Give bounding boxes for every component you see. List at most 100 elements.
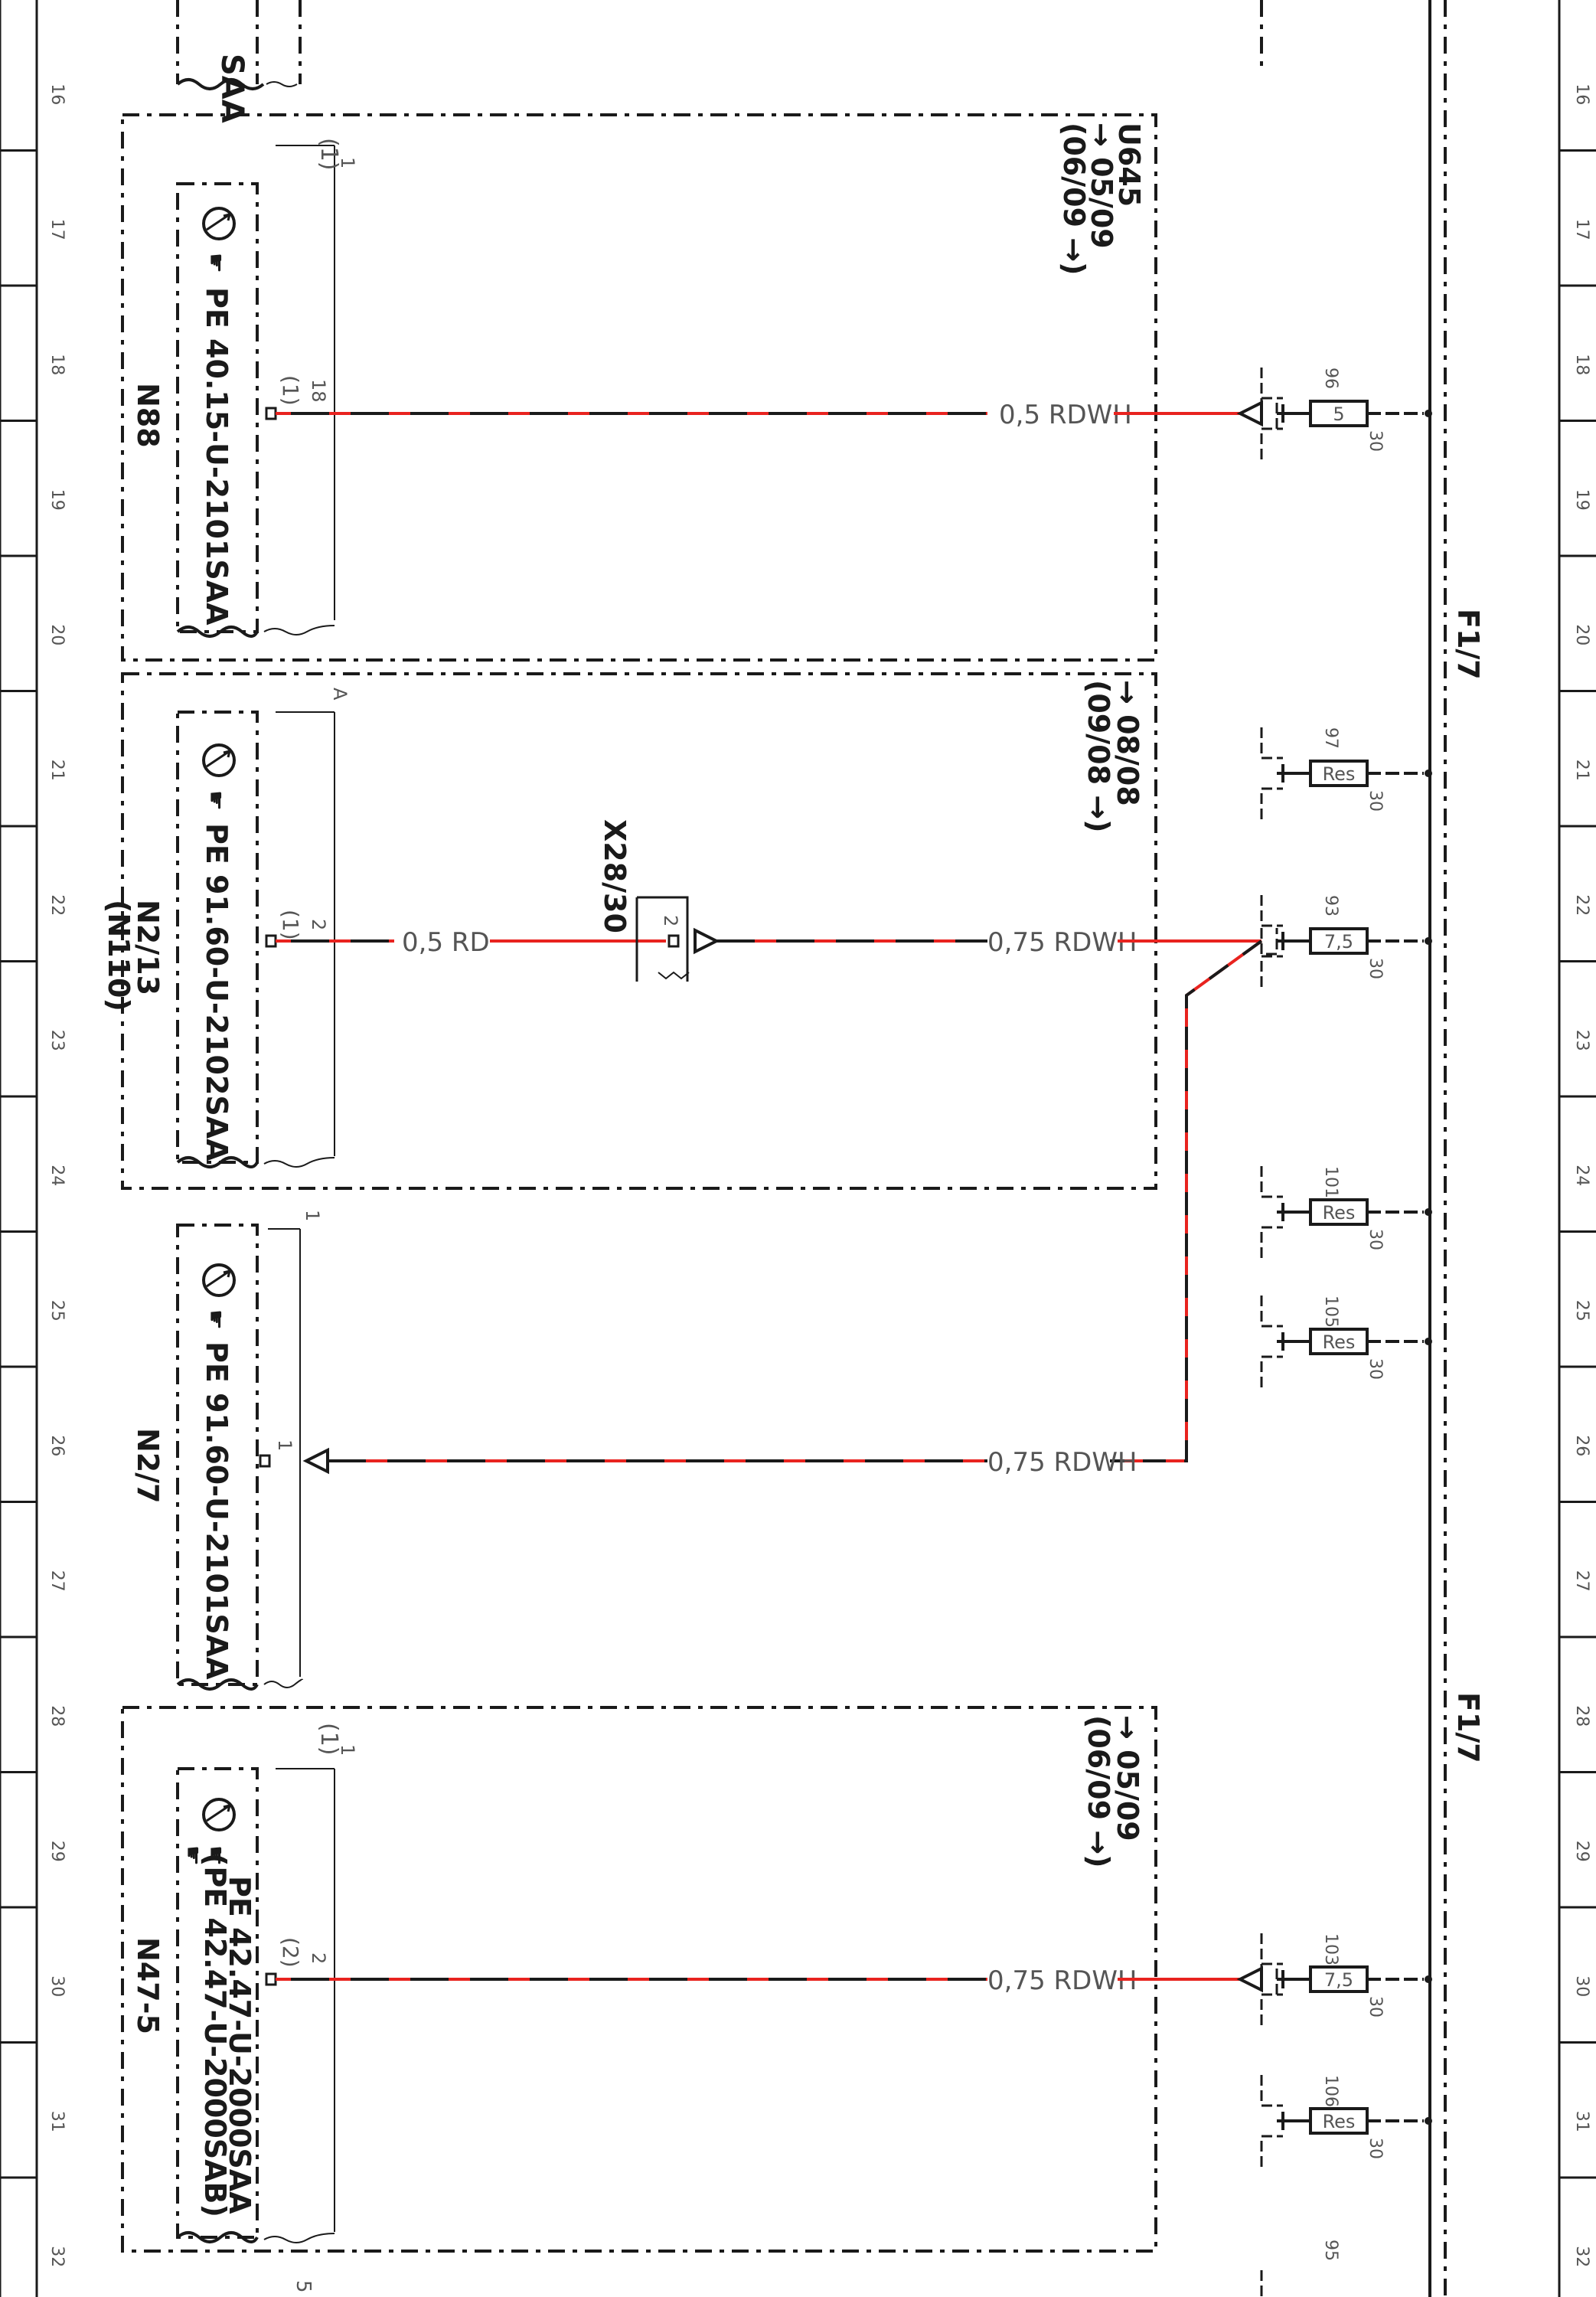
ruler-row-number: 19 (47, 489, 67, 511)
wire-label: 0,75 RDWH (987, 1965, 1137, 1996)
ruler-row-number: 25 (47, 1300, 67, 1322)
pin-number: 1 (274, 1439, 295, 1451)
fuse-terminal: 30 (1366, 430, 1385, 452)
module-part-number: PE 91.60-U-2101SAA (200, 1341, 233, 1680)
ruler-row-number: 28 (1572, 1705, 1591, 1727)
fuse-number: 105 (1321, 1296, 1340, 1328)
ruler-row-number: 31 (47, 2111, 67, 2132)
pin-top-number: 1 (337, 157, 358, 168)
connector-label: X28/30 (598, 819, 632, 933)
hand-pointer-icon: ☛ (202, 1309, 229, 1330)
module-part-number-alt: (PE 42.47-U-2000SAB) (198, 1853, 232, 2217)
ruler-row-number: 25 (1572, 1300, 1591, 1322)
fuse-terminal: 30 (1366, 1996, 1385, 2018)
fuse: 7,5 30 93 (1260, 895, 1432, 987)
module-code: N47-5 (131, 1937, 165, 2034)
module-part-number: PE 40.15-U-2101SAA (200, 287, 233, 626)
ruler-row-number: 23 (1572, 1030, 1591, 1051)
wire-inner-label: 0,5 RD (402, 927, 490, 958)
fuse-rating: Res (1323, 1331, 1356, 1353)
connector-pin: 2 (660, 915, 681, 926)
ruler-row-number: 22 (47, 894, 67, 916)
module-code-sub: (N110) (102, 900, 135, 1011)
bus-label-lower: F1/7 (1451, 1692, 1485, 1763)
hand-pointer-icon: ☛ (202, 253, 229, 273)
module-date-range: (09/08 →) (1082, 680, 1115, 832)
hand-pointer-icon: ☛ (179, 1845, 206, 1866)
ruler-row-number: 32 (47, 2246, 67, 2267)
fuse-rating: Res (1323, 1202, 1356, 1224)
ruler-row-number: 32 (1572, 2246, 1591, 2267)
fuse: Res 30 106 (1260, 2075, 1432, 2167)
sensor-icon (202, 207, 236, 240)
fuse-number: 103 (1321, 1933, 1340, 1965)
ruler-row-number: 24 (47, 1165, 67, 1186)
pin-label: (1) (278, 375, 303, 406)
module-date-from: → 05/09 (1085, 123, 1118, 249)
bus-label-upper: F1/7 (1451, 609, 1485, 680)
pin-top-number: 1 (337, 1744, 358, 1756)
pin-top-number: A (329, 688, 351, 701)
bottom-fragment-label: 5 (292, 2280, 315, 2293)
module-date-range: (06/09 →) (1057, 123, 1091, 275)
fuse-rating: 7,5 (1324, 1969, 1353, 1991)
pin-top-label: (1) (315, 1723, 342, 1756)
wire-label: 0,5 RDWH (999, 400, 1132, 430)
ruler-row-number: 20 (47, 624, 67, 645)
module-group-label: U645 (1112, 123, 1146, 207)
top-module-fragment: SAA (176, 0, 302, 123)
ruler-row-number: 23 (47, 1030, 67, 1051)
fuse: Res 30 105 (1260, 1296, 1432, 1387)
ruler-row-number: 22 (1572, 894, 1591, 916)
fuse-rating: Res (1323, 763, 1356, 785)
ruler-row-number: 18 (47, 354, 67, 375)
module-date-from: → 08/08 (1111, 680, 1144, 806)
fuse-rating: Res (1323, 2111, 1356, 2132)
ruler-row-number: 16 (47, 83, 67, 105)
ruler-row-number: 28 (47, 1705, 67, 1727)
module-n2-7: ☛ PE 91.60-U-2101SAA N2/7 1 1 0,75 RDWH (131, 1210, 1137, 1691)
fuse-terminal: 30 (1366, 2138, 1385, 2159)
fuse-number: 93 (1321, 895, 1340, 917)
fuse-terminal: 30 (1366, 1229, 1385, 1250)
fuse-number: 101 (1321, 1166, 1340, 1198)
pin-number: 18 (308, 379, 329, 403)
pin-label: (2) (278, 1937, 303, 1968)
wire-label: 0,75 RDWH (987, 1447, 1137, 1478)
wire-label: 0,75 RDWH (987, 927, 1137, 958)
ruler-row-number: 21 (1572, 760, 1591, 781)
fuse-number: 106 (1321, 2075, 1340, 2107)
module-date-from: → 05/09 (1111, 1715, 1144, 1841)
ruler-row-number: 16 (1572, 83, 1591, 105)
fuse-number: 97 (1321, 727, 1340, 749)
module-part-number: PE 91.60-U-2102SAA (200, 823, 233, 1162)
ruler-row-number: 20 (1572, 624, 1591, 645)
top-fragment-label: SAA (214, 54, 250, 123)
ruler-row-number: 30 (47, 1975, 67, 1997)
module-n88: ☛ PE 40.15-U-2101SAA N88 U645 → 05/09 (0… (121, 113, 1278, 662)
fuse-rating: 7,5 (1324, 931, 1353, 952)
fuse-terminal: 30 (1366, 1358, 1385, 1380)
pin-number: 2 (308, 919, 329, 930)
ruler-row-number: 27 (47, 1570, 67, 1592)
fuse-terminal: 30 (1366, 790, 1385, 812)
pin-number: 2 (308, 1952, 329, 1964)
ruler-row-number: 17 (1572, 219, 1591, 240)
fuse-list: 53096Res30977,53093Res30101Res301057,530… (1260, 368, 1432, 2297)
fuse-number: 95 (1321, 2240, 1340, 2261)
module-code: N88 (131, 383, 165, 448)
sensor-icon (202, 743, 236, 777)
ruler-row-number: 30 (1572, 1975, 1591, 1997)
fuse-terminal: 30 (1366, 958, 1385, 979)
ruler-row-number: 29 (47, 1841, 67, 1862)
ruler-row-number: 18 (1572, 354, 1591, 375)
pin-label: (1) (278, 910, 303, 940)
ruler-row-number: 29 (1572, 1841, 1591, 1862)
ruler-row-number: 26 (1572, 1435, 1591, 1456)
fuse: Res 30 97 (1260, 727, 1432, 819)
fuse-number: 96 (1321, 368, 1340, 389)
ruler-row-number: 19 (1572, 489, 1591, 511)
